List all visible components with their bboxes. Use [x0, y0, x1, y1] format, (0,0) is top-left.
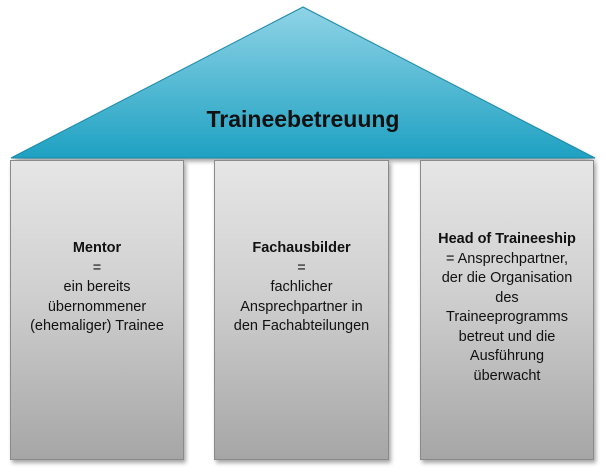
pillar-mentor-equals: = [92, 259, 102, 276]
pillar-head-title: Head of Traineeship [438, 231, 576, 247]
pillar-head-text: Head of Traineeship = Ansprechpartner, d… [421, 230, 593, 386]
roof-triangle [10, 6, 596, 159]
pillar-head-of-traineeship: Head of Traineeship = Ansprechpartner, d… [420, 160, 594, 460]
pillar-mentor-title: Mentor [72, 240, 122, 256]
pillar-mentor-description: ein bereits übernommener (ehemaliger) Tr… [30, 279, 164, 334]
pillar-fachausbilder: Fachausbilder = fachlicher Ansprechpartn… [214, 160, 389, 460]
pillar-mentor: Mentor = ein bereits übernommener (ehema… [10, 160, 184, 460]
pillar-head-description: der die Organisation des Traineeprogramm… [441, 270, 573, 384]
pillar-fachausbilder-description: fachlicher Ansprechpartner in den Fachab… [233, 279, 370, 334]
pillar-fachausbilder-text: Fachausbilder = fachlicher Ansprechpartn… [215, 239, 388, 337]
pillar-head-equals: = Ansprechpartner, [445, 250, 569, 267]
pillar-fachausbilder-title: Fachausbilder [252, 240, 351, 256]
pillar-mentor-text: Mentor = ein bereits übernommener (ehema… [11, 239, 183, 337]
pillar-fachausbilder-equals: = [297, 259, 306, 276]
roof-title: Traineebetreuung [206, 106, 400, 132]
